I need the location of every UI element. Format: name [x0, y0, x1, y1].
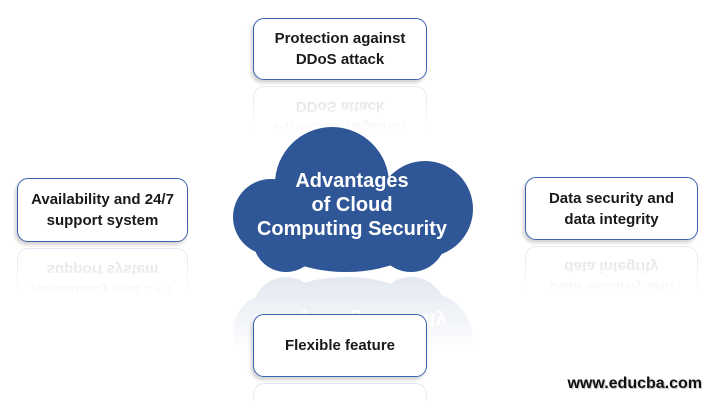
node-availability-support: Availability and 24/7 support system Ava…	[17, 178, 188, 312]
box-flexible-feature: Flexible feature	[253, 314, 427, 377]
box-reflection: Data security and data integrity	[525, 246, 698, 309]
box-reflection: Protection against DDoS attack	[253, 86, 427, 148]
box-label-line: Availability and 24/7	[31, 191, 174, 208]
box-label-line: data integrity	[564, 210, 659, 228]
box-label-line: DDoS attack	[295, 51, 385, 68]
cloud-title: Advantages of Cloud Computing Security	[228, 169, 476, 241]
cloud-title-line: of Cloud	[311, 194, 393, 216]
box-label-line: Flexible feature	[284, 337, 396, 354]
reflection-text: Availability and 24/7	[31, 282, 174, 299]
node-flexible-feature: Flexible feature Flexible feature	[253, 314, 427, 401]
reflection-text: Protection against	[274, 119, 406, 136]
box-label-line: Data security and	[548, 189, 675, 207]
node-data-security: Data security and data integrity Data se…	[525, 177, 698, 309]
cloud-shape-wrap: Advantages of Cloud Computing Security	[228, 120, 476, 273]
box-reflection: Availability and 24/7 support system	[17, 248, 188, 312]
cloud-title-line: Computing Security	[256, 218, 447, 240]
website-watermark: www.educba.com	[567, 375, 702, 392]
node-protection-ddos: Protection against DDoS attack Protectio…	[253, 18, 427, 148]
box-availability-support: Availability and 24/7 support system	[17, 178, 188, 242]
reflection-text: Data security and	[548, 279, 675, 297]
box-protection-ddos: Protection against DDoS attack	[253, 18, 427, 80]
reflection-text: data integrity	[564, 258, 659, 276]
box-reflection: Flexible feature	[253, 383, 427, 401]
cloud-title-line: Advantages	[295, 170, 409, 192]
reflection-text: support system	[46, 261, 159, 278]
box-label-line: support system	[46, 212, 159, 229]
cloud-icon	[233, 127, 473, 272]
box-label-line: Protection against	[274, 30, 406, 47]
box-data-security: Data security and data integrity	[525, 177, 698, 240]
reflection-text: DDoS attack	[295, 98, 385, 115]
